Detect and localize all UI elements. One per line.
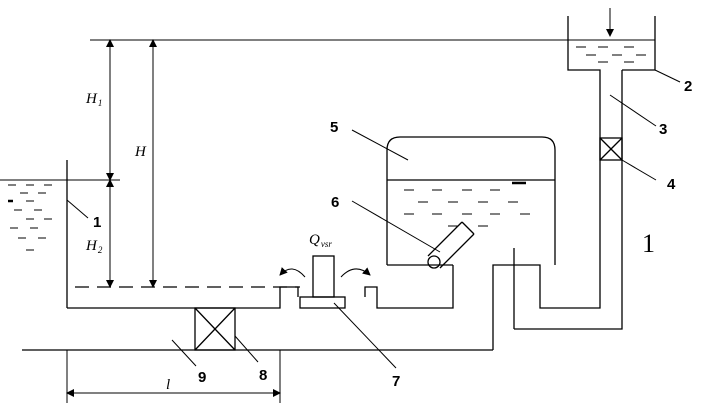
label-1: 1	[93, 214, 101, 231]
label-4: 4	[667, 176, 676, 193]
label-2: 2	[684, 78, 692, 95]
label-3: 3	[659, 121, 667, 138]
label-l: l	[166, 377, 170, 393]
chamber	[386, 136, 556, 266]
label-6: 6	[331, 194, 339, 211]
label-mark: 1	[642, 229, 655, 258]
label-9: 9	[198, 369, 206, 386]
label-h: H	[134, 144, 147, 160]
label-h1: H1	[85, 91, 102, 108]
gate-box	[194, 307, 236, 351]
label-h2: H2	[85, 238, 103, 255]
left-reservoir	[8, 160, 68, 308]
leader-lines	[66, 69, 681, 369]
outlet-valve	[279, 255, 371, 309]
label-5: 5	[330, 119, 338, 136]
label-8: 8	[259, 367, 267, 384]
float	[427, 221, 475, 269]
level-lines	[0, 39, 655, 288]
label-7: 7	[392, 373, 400, 390]
inner-tube	[513, 70, 623, 330]
bottom-conduit	[22, 160, 601, 351]
riser-valve	[599, 137, 623, 161]
upper-tank	[567, 8, 656, 160]
dimension-l	[66, 350, 281, 403]
label-q: Qvsr	[309, 232, 332, 249]
